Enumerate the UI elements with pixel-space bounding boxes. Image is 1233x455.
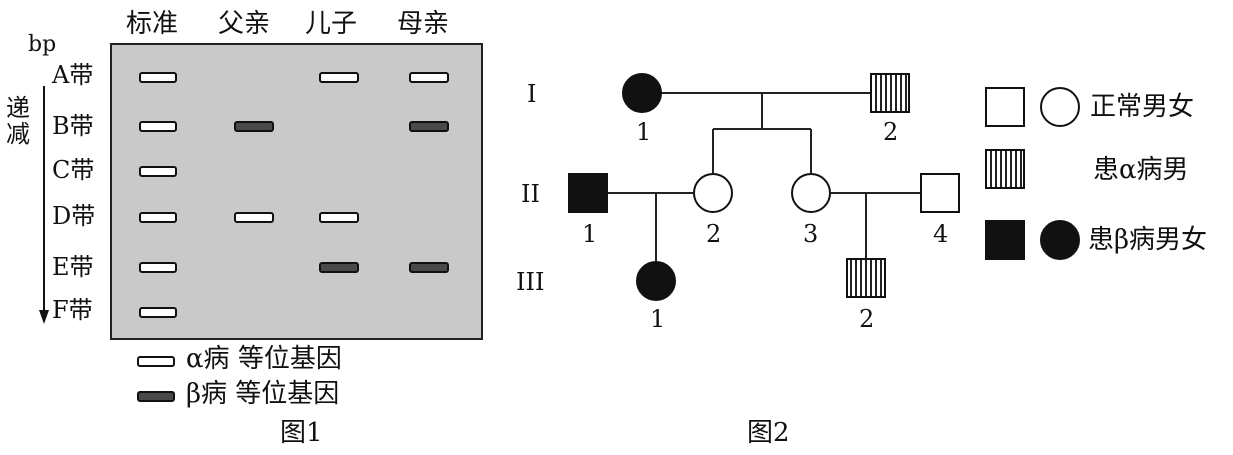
legend-alpha-swatch [137, 356, 175, 367]
gel-panel [110, 43, 483, 340]
pedigree-iii2-alpha-male [846, 258, 886, 298]
legend-normal-label: 正常男女 [1090, 92, 1195, 122]
column-header-father: 父亲 [218, 9, 271, 39]
member-number-ii2: 2 [706, 220, 722, 248]
pedigree-iii1-affected-female [636, 261, 676, 301]
row-label-d: D带 [52, 202, 96, 230]
member-number-ii4: 4 [933, 220, 949, 248]
pedigree-lines [607, 92, 921, 261]
figure1-caption: 图1 [280, 418, 323, 448]
pedigree-ii4-normal-male [920, 173, 960, 213]
band-son-a [319, 72, 359, 83]
legend-normal-female-symbol [1040, 87, 1080, 127]
band-father-b [234, 121, 274, 132]
legend-beta-label: 患β病男女 [1088, 225, 1208, 255]
pedigree-ii2-normal-female [693, 173, 733, 213]
band-standard-c [139, 166, 177, 177]
band-standard-b [139, 121, 177, 132]
member-number-ii3: 3 [803, 220, 819, 248]
band-standard-a [139, 72, 177, 83]
legend-alpha-male-label: 患α病男 [1093, 155, 1189, 185]
band-father-d [234, 212, 274, 223]
column-header-standard: 标准 [126, 9, 179, 39]
row-label-c: C带 [52, 156, 95, 184]
pedigree-ii3-normal-female [791, 173, 831, 213]
row-label-a: A带 [52, 61, 94, 89]
member-number-i1: 1 [636, 118, 652, 146]
band-son-e [319, 262, 359, 273]
row-label-e: E带 [52, 253, 94, 281]
legend-normal-male-symbol [985, 87, 1025, 127]
member-number-i2: 2 [883, 118, 899, 146]
band-son-d [319, 212, 359, 223]
legend-beta-label: β病 等位基因 [186, 379, 340, 409]
pedigree-ii1-affected-male [568, 173, 608, 213]
band-standard-d [139, 212, 177, 223]
column-header-mother: 母亲 [397, 9, 450, 39]
band-mother-b [409, 121, 449, 132]
member-number-ii1: 1 [582, 220, 598, 248]
legend-beta-female-symbol [1040, 220, 1080, 260]
pedigree-i1-affected-female [622, 73, 662, 113]
figure2-caption: 图2 [747, 418, 790, 448]
member-number-iii2: 2 [859, 305, 875, 333]
generation-label-ii: II [521, 180, 540, 208]
pedigree-i2-alpha-male [870, 73, 910, 113]
legend-alpha-label: α病 等位基因 [186, 344, 342, 374]
generation-label-i: I [527, 80, 537, 108]
member-number-iii1: 1 [650, 305, 666, 333]
column-header-son: 儿子 [305, 9, 358, 39]
legend-beta-swatch [137, 391, 175, 402]
band-mother-a [409, 72, 449, 83]
unit-label: bp [28, 32, 57, 57]
legend-alpha-male-symbol [985, 149, 1025, 189]
generation-label-iii: III [516, 268, 545, 296]
direction-label-2: 减 [6, 120, 30, 148]
band-mother-e [409, 262, 449, 273]
band-standard-e [139, 262, 177, 273]
legend-beta-male-symbol [985, 220, 1025, 260]
row-label-b: B带 [52, 112, 94, 140]
row-label-f: F带 [52, 296, 93, 324]
band-standard-f [139, 307, 177, 318]
direction-label-1: 递 [6, 94, 30, 122]
